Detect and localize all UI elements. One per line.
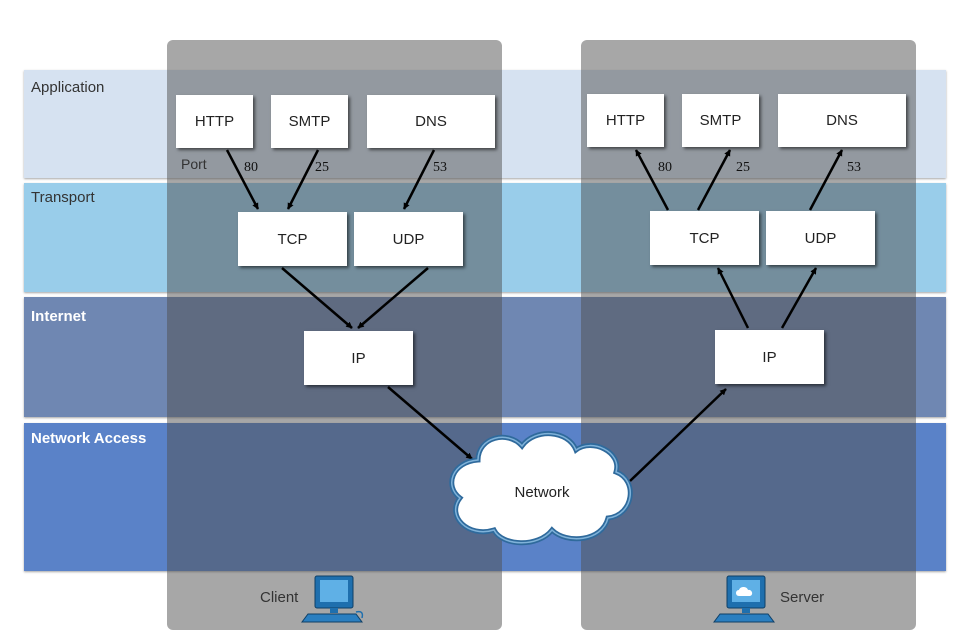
server-ip-box: IP [715,330,824,384]
server-tcp-box: TCP [650,211,759,265]
server-http-box: HTTP [587,94,664,147]
server-udp-box: UDP [766,211,875,265]
arrow-server-ip-udp [780,267,818,329]
server-port-80: 80 [658,160,672,175]
arrow-client-udp-ip [357,267,429,329]
transport-layer-label: Transport [31,189,95,206]
server-port-53: 53 [847,160,861,175]
arrow-server-tcp-smtp [696,149,732,211]
server-smtp-box: SMTP [682,94,759,147]
server-port-25: 25 [736,160,750,175]
application-layer-label: Application [31,79,105,96]
client-smtp-box: SMTP [271,95,348,148]
arrow-client-dns-udp [402,149,436,210]
client-port-80: 80 [244,160,258,175]
arrow-client-http-tcp [225,149,260,210]
arrow-client-ip-network [387,386,473,460]
client-ip-box: IP [304,331,413,385]
arrow-server-ip-tcp [716,267,750,329]
client-http-box: HTTP [176,95,253,148]
arrow-client-smtp-tcp [286,149,320,210]
port-label: Port [181,156,207,172]
internet-layer-label: Internet [31,308,87,325]
network-access-layer-label: Network Access [31,430,147,447]
client-port-25: 25 [315,160,329,175]
network-cloud-icon [449,431,633,546]
arrow-server-tcp-http [634,149,670,211]
client-dns-box: DNS [367,95,495,148]
client-tcp-box: TCP [238,212,347,266]
arrow-client-tcp-ip [281,267,353,329]
network-label: Network [514,484,570,501]
client-udp-box: UDP [354,212,463,266]
client-computer-icon [301,575,364,623]
client-port-53: 53 [433,160,447,175]
server-computer-icon [713,575,775,623]
client-label: Client [260,589,299,606]
arrow-server-udp-dns [808,149,844,211]
arrow-network-server-ip [629,388,727,482]
server-label: Server [780,589,825,606]
server-dns-box: DNS [778,94,906,147]
